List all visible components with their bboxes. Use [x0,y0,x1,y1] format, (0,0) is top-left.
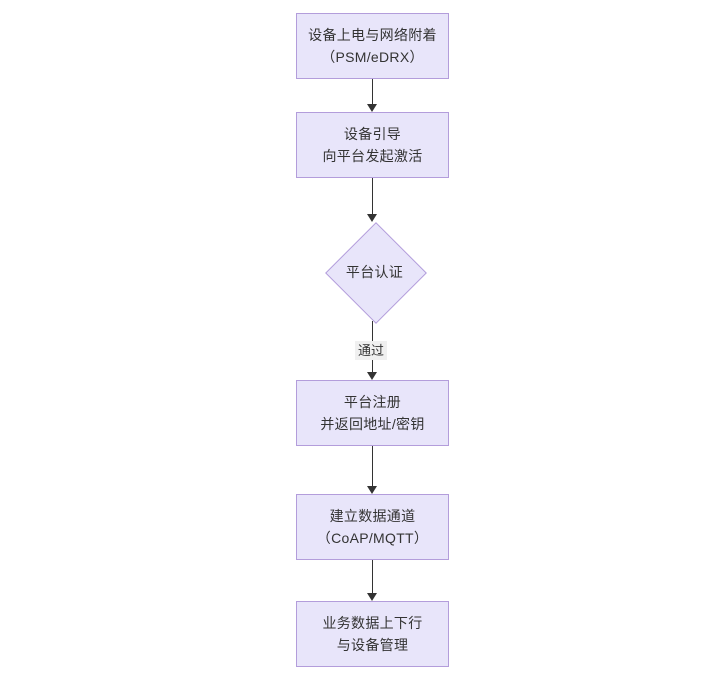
flow-edge-label-pass: 通过 [355,341,388,360]
arrow-head-icon [367,104,377,112]
flow-node-line-1: 设备引导 [343,126,402,142]
flow-edge-channel-to-business [372,560,373,594]
flow-node-establish-data-channel[interactable]: 建立数据通道 （CoAP/MQTT） [296,494,449,560]
arrow-head-icon [367,372,377,380]
flow-node-line-2: 并返回地址/密钥 [320,416,425,432]
flow-edge-boot-to-auth [372,178,373,215]
flow-edge-power-to-boot [372,79,373,105]
flow-node-line-1: 建立数据通道 [329,508,416,524]
flow-node-platform-registration[interactable]: 平台注册 并返回地址/密钥 [296,380,449,446]
flow-node-line-2: 向平台发起激活 [322,148,423,164]
flow-node-line-1: 平台注册 [343,394,402,410]
flow-node-business-data-and-device-management[interactable]: 业务数据上下行 与设备管理 [296,601,449,667]
flow-node-line-2: （CoAP/MQTT） [316,530,429,546]
flow-node-device-bootstrap[interactable]: 设备引导 向平台发起激活 [296,112,449,178]
arrow-head-icon [367,593,377,601]
flow-node-platform-authentication[interactable]: 平台认证 [324,221,427,324]
flow-node-line-1: 平台认证 [345,263,404,280]
arrow-head-icon [367,486,377,494]
flow-node-device-power-on[interactable]: 设备上电与网络附着 （PSM/eDRX） [296,13,449,79]
arrow-head-icon [367,214,377,222]
flow-node-line-1: 设备上电与网络附着 [308,27,437,43]
flow-node-line-1: 业务数据上下行 [322,615,423,631]
flow-edge-register-to-channel [372,446,373,487]
flow-node-line-2: 与设备管理 [336,637,409,653]
flow-node-line-2: （PSM/eDRX） [321,49,424,65]
